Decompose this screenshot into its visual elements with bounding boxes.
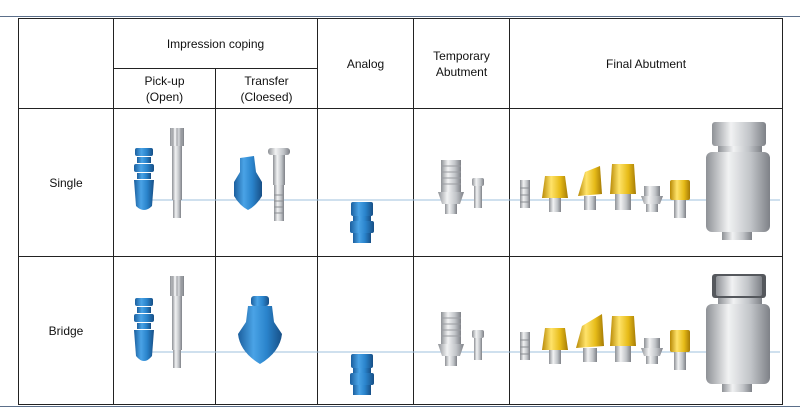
bridge-transfer-cell [214, 256, 319, 405]
row-label-bridge: Bridge [18, 256, 114, 405]
row-label-single: Single [18, 108, 114, 257]
pick-up-header-line2: (Open) [145, 89, 184, 104]
bridge-final-abutment-cell [509, 256, 784, 405]
pick-up-header-line1: Pick-up [144, 73, 185, 88]
impression-coping-header: Impression coping [112, 18, 319, 69]
temporary-abutment-header-line1: Temporary [433, 48, 490, 63]
top-edge-line [0, 16, 800, 17]
analog-header: Analog [317, 18, 415, 109]
bottom-edge-line [0, 406, 800, 407]
table-row: Single [18, 108, 784, 257]
single-transfer-cell [214, 108, 319, 257]
single-temporary-abutment-cell [413, 108, 511, 257]
bridge-pick-up-cell [113, 256, 216, 405]
single-pick-up-cell [113, 108, 216, 257]
temporary-abutment-header-line2: Abutment [435, 64, 488, 79]
implant-components-table: Impression coping Analog Temporary Abutm… [18, 18, 784, 405]
single-final-abutment-cell [509, 108, 784, 257]
corner-cell [18, 18, 114, 109]
transfer-header-line1: Transfer [244, 73, 289, 88]
transfer-header-line2: (Cloesed) [240, 89, 293, 104]
transfer-header: Transfer (Cloesed) [214, 68, 319, 109]
final-abutment-header: Final Abutment [509, 18, 784, 109]
pick-up-header: Pick-up (Open) [113, 68, 216, 109]
single-analog-cell [317, 108, 415, 257]
bridge-temporary-abutment-cell [413, 256, 511, 405]
temporary-abutment-header: Temporary Abutment [413, 18, 511, 109]
bridge-analog-cell [317, 256, 415, 405]
table-row: Bridge [18, 256, 784, 405]
